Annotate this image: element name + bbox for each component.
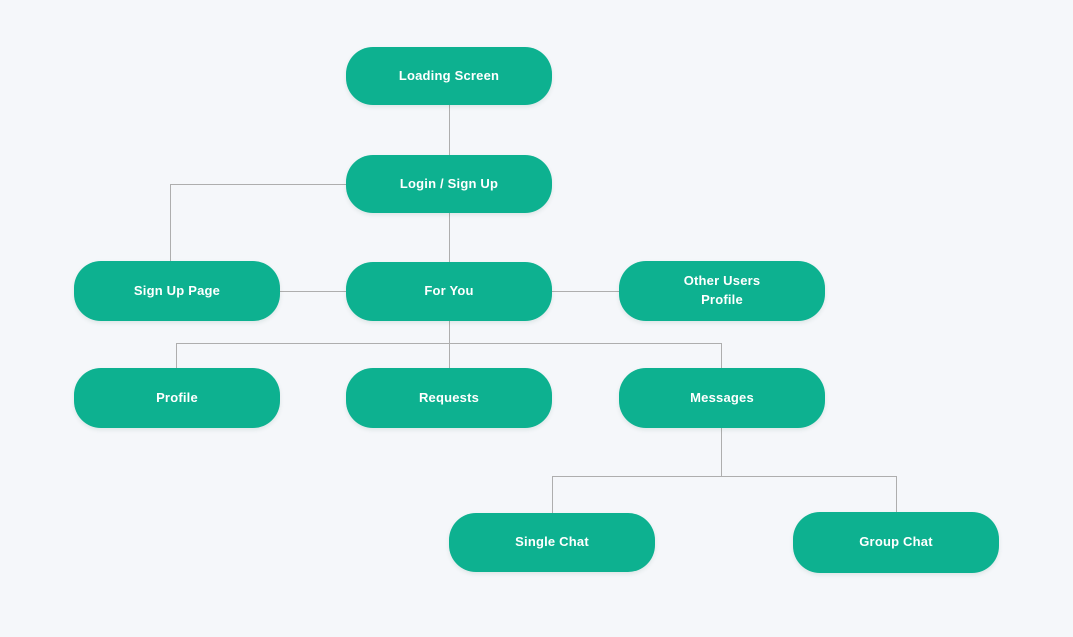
node-for-you-label: For You <box>424 283 474 299</box>
node-login-sign-up[interactable]: Login / Sign Up <box>346 155 552 213</box>
connector-messages-children-horizontal <box>552 476 897 477</box>
node-sign-up-page-label: Sign Up Page <box>133 282 221 298</box>
connector-loading-to-login <box>449 105 450 155</box>
connector-drop-to-messages <box>721 343 722 368</box>
node-loading-screen[interactable]: Loading Screen <box>346 47 552 105</box>
connector-drop-to-single-chat <box>552 476 553 513</box>
node-login-sign-up-label: Login / Sign Up <box>399 175 499 191</box>
connector-signup-to-foryou <box>280 291 346 292</box>
node-group-chat-label: Group Chat <box>859 534 933 550</box>
node-requests[interactable]: Requests <box>346 368 552 428</box>
connector-drop-to-profile <box>176 343 177 368</box>
node-other-users-profile[interactable]: Other Users Profile <box>619 261 825 321</box>
node-group-chat[interactable]: Group Chat <box>793 512 999 573</box>
connector-foryou-down <box>449 321 450 368</box>
connector-login-to-signup-vertical <box>170 184 171 261</box>
node-messages-label: Messages <box>690 389 754 405</box>
node-for-you[interactable]: For You <box>346 262 552 321</box>
connector-messages-down <box>721 428 722 476</box>
connector-login-to-foryou <box>449 213 450 262</box>
connector-foryou-children-horizontal <box>176 343 722 344</box>
connector-login-to-signup-horizontal <box>170 184 346 185</box>
connector-foryou-to-otherusers <box>552 291 619 292</box>
connector-drop-to-group-chat <box>896 476 897 514</box>
node-single-chat[interactable]: Single Chat <box>449 513 655 572</box>
node-other-users-profile-label: Other Users Profile <box>683 273 761 307</box>
node-profile[interactable]: Profile <box>74 368 280 428</box>
node-sign-up-page[interactable]: Sign Up Page <box>74 261 280 321</box>
node-requests-label: Requests <box>418 389 480 405</box>
node-loading-screen-label: Loading Screen <box>398 67 500 83</box>
node-messages[interactable]: Messages <box>619 368 825 428</box>
node-profile-label: Profile <box>156 389 198 405</box>
node-single-chat-label: Single Chat <box>515 534 589 550</box>
